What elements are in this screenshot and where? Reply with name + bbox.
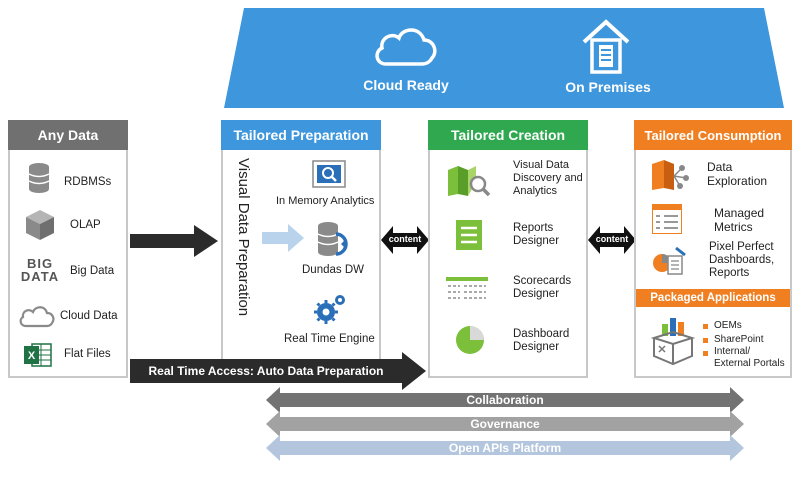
preparation-panel (221, 120, 381, 378)
content-label-right: content (595, 234, 629, 244)
content-connector-left (381, 226, 429, 259)
building-icon (580, 18, 632, 79)
arrow-to-preparation (130, 225, 220, 262)
any-data-item-rdbms: RDBMSs (64, 176, 112, 188)
real-time-access-arrow (130, 352, 426, 395)
creation-panel (428, 120, 588, 378)
any-data-item-flat-files: Flat Files (64, 348, 111, 360)
database-icon (28, 162, 50, 199)
creation-item-dashboard-designer: Dashboard Designer (513, 328, 570, 353)
in-memory-analytics-icon (312, 160, 346, 193)
cloud-data-icon (18, 304, 56, 333)
collaboration-bar (266, 387, 744, 418)
data-exploration-icon (650, 158, 690, 197)
olap-cube-icon (24, 208, 56, 247)
creation-header: Tailored Creation (428, 120, 588, 150)
real-time-engine-icon (312, 292, 348, 331)
consumption-item-pixel-perfect: Pixel Perfect Dashboards, Reports (709, 241, 775, 279)
packaged-item-sharepoint: SharePoint (714, 334, 764, 345)
any-data-item-big-data: Big Data (70, 265, 115, 277)
packaged-bullet-2 (703, 338, 708, 343)
pixel-perfect-icon (652, 246, 686, 281)
any-data-header: Any Data (8, 120, 128, 150)
open-apis-label: Open APIs Platform (448, 441, 562, 455)
dundas-dw-icon (316, 220, 348, 265)
governance-bar (266, 411, 744, 442)
any-data-item-olap: OLAP (70, 219, 101, 231)
packaged-item-portals: Internal/ External Portals (714, 346, 785, 369)
packaged-bullet-3 (703, 351, 708, 356)
real-time-access-label: Real Time Access: Auto Data Preparation (148, 364, 384, 378)
scorecards-designer-icon (446, 277, 488, 308)
dashboard-designer-icon (454, 323, 486, 360)
any-data-item-cloud: Cloud Data (60, 310, 118, 322)
banner-shape (224, 8, 784, 108)
collaboration-label: Collaboration (466, 393, 544, 407)
cloud-ready-label: Cloud Ready (363, 77, 449, 93)
consumption-header: Tailored Consumption (634, 120, 792, 150)
consumption-item-managed-metrics: Managed Metrics (714, 206, 765, 234)
open-apis-bar (266, 435, 744, 466)
packaged-bullet-1 (703, 324, 708, 329)
creation-item-reports-designer: Reports Designer (513, 222, 560, 247)
big-data-logo-icon: BIG DATA (20, 256, 60, 284)
governance-label: Governance (470, 417, 540, 431)
visual-discovery-icon (446, 162, 492, 203)
visual-data-preparation-vertical: Visual Data Preparation (235, 158, 252, 317)
content-connector-right (588, 226, 636, 259)
preparation-header: Tailored Preparation (221, 120, 381, 150)
on-premises-label: On Premises (565, 79, 651, 95)
managed-metrics-icon (651, 203, 683, 239)
cloud-icon (372, 24, 440, 73)
packaged-box-icon (650, 316, 696, 371)
preparation-item-dundas-dw: Dundas DW (302, 264, 364, 276)
packaged-applications-header: Packaged Applications (636, 289, 790, 307)
svg-text:X: X (28, 350, 36, 362)
creation-item-visual-discovery: Visual Data Discovery and Analytics (513, 159, 583, 197)
excel-icon: X (24, 342, 52, 373)
creation-item-scorecards-designer: Scorecards Designer (513, 275, 572, 300)
deployment-banner (224, 8, 784, 108)
packaged-item-oems: OEMs (714, 320, 742, 331)
reports-designer-icon (456, 220, 482, 255)
content-label-left: content (388, 234, 422, 244)
preparation-item-in-memory: In Memory Analytics (276, 195, 375, 207)
consumption-item-data-exploration: Data Exploration (707, 160, 768, 188)
any-data-panel (8, 120, 128, 378)
light-arrow-icon (262, 224, 304, 257)
preparation-item-real-time-engine: Real Time Engine (284, 333, 375, 345)
